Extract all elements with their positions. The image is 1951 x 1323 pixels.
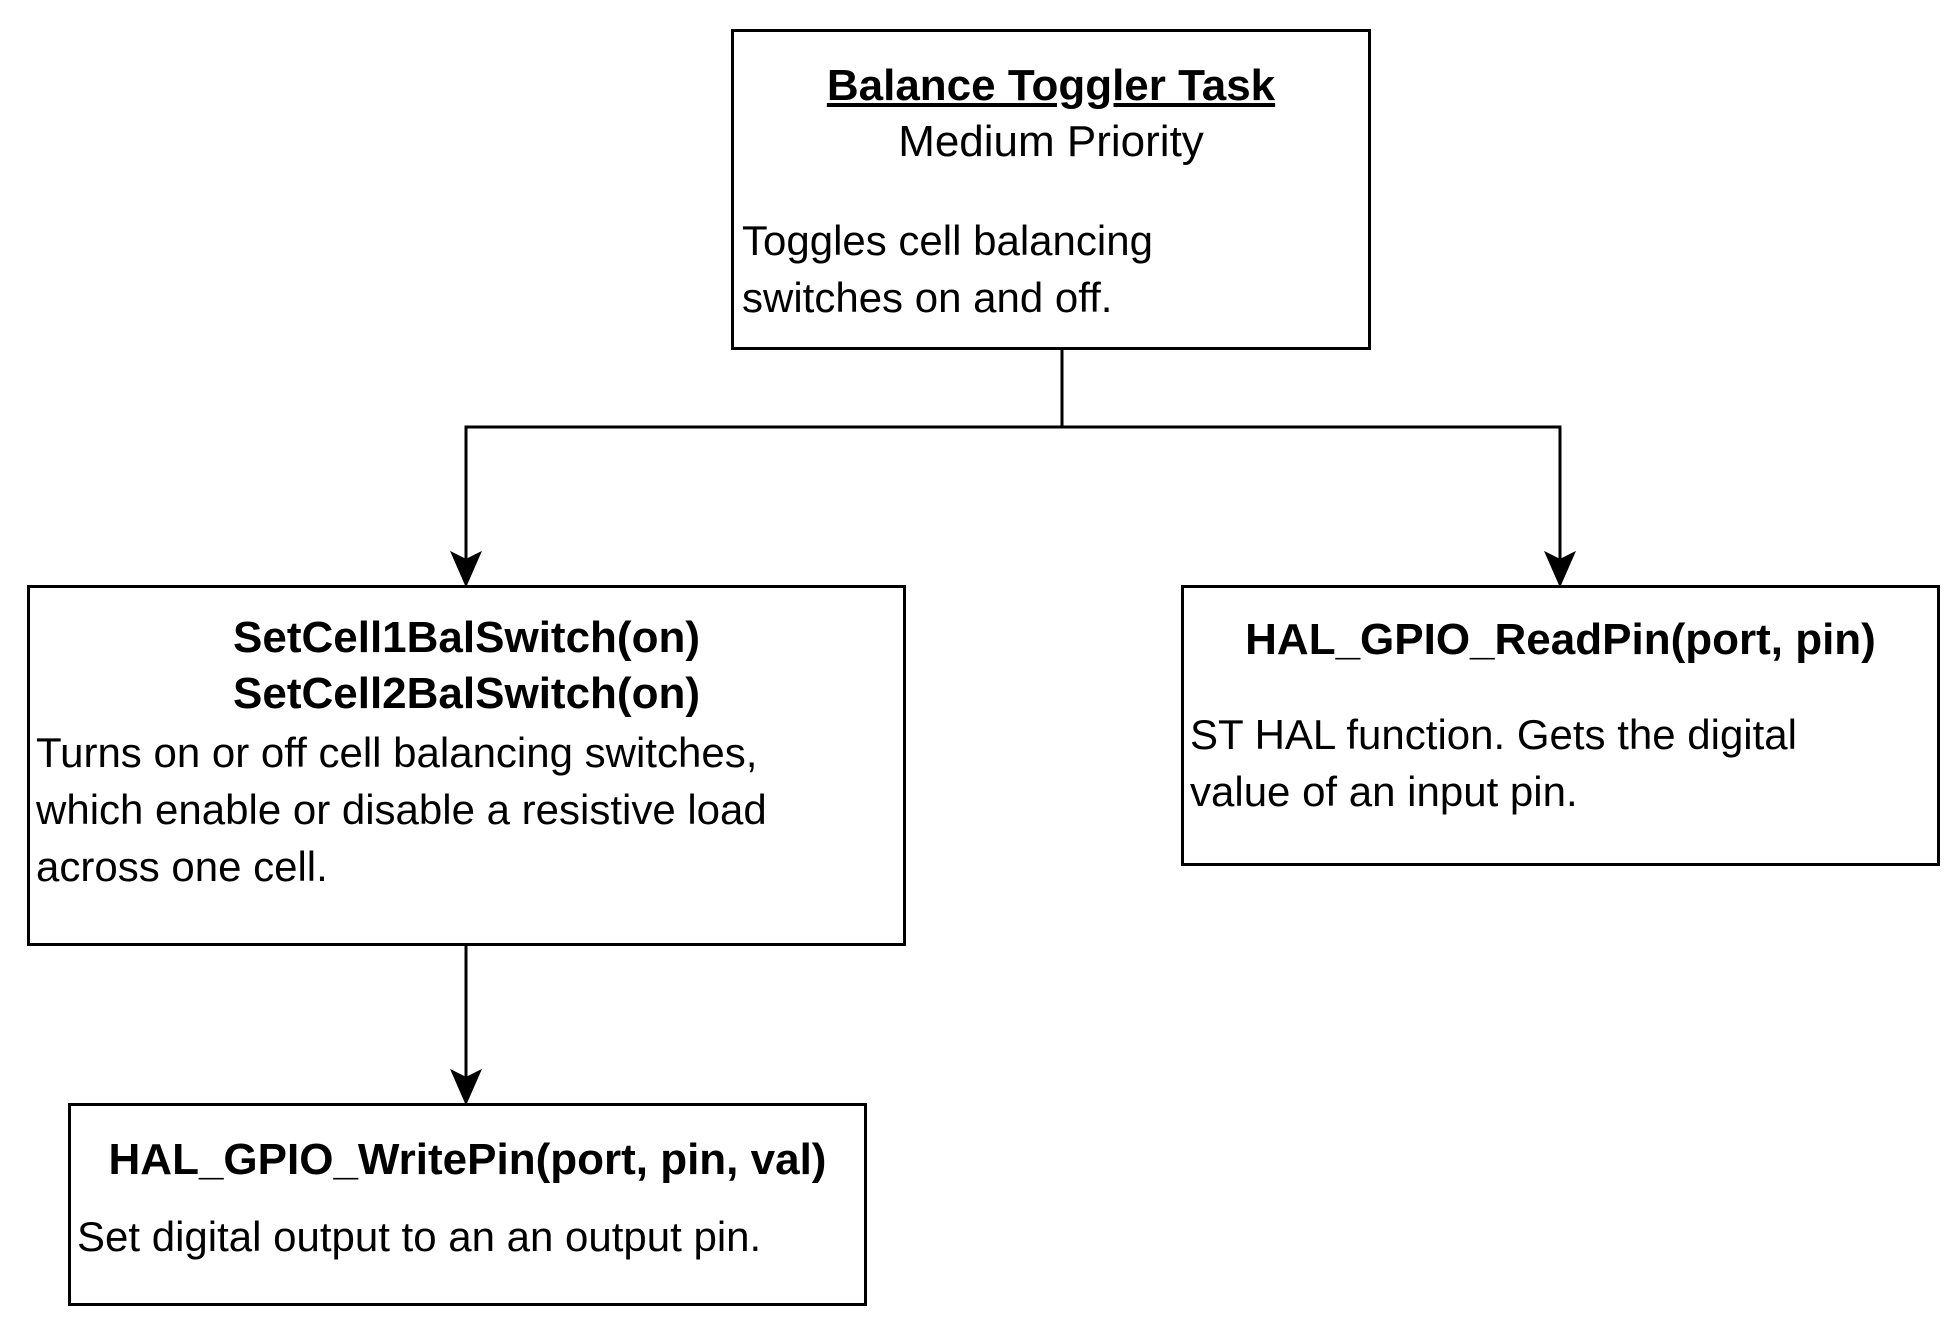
- node-title: HAL_GPIO_WritePin(port, pin, val): [108, 1135, 827, 1184]
- node-title: SetCell2BalSwitch(on): [233, 669, 700, 718]
- node-title: Balance Toggler Task: [826, 61, 1276, 110]
- arrowhead-writepin: [449, 1068, 483, 1106]
- node-description-line: Toggles cell balancing: [742, 217, 1153, 264]
- node-description-line: Turns on or off cell balancing switches,: [36, 729, 758, 776]
- node-priority: Medium Priority: [898, 117, 1204, 166]
- node-description-line: value of an input pin.: [1190, 768, 1578, 815]
- node-description-line: across one cell.: [36, 843, 328, 890]
- edge-task-to-setcell: [464, 350, 1064, 566]
- node-description-line: ST HAL function. Gets the digital: [1190, 711, 1797, 758]
- edge-task-to-readpin: [1062, 425, 1562, 566]
- balance-toggler-task-node: Balance Toggler Task Medium Priority Tog…: [731, 29, 1371, 350]
- setcell-bal-switch-node: SetCell1BalSwitch(on) SetCell2BalSwitch(…: [27, 585, 906, 946]
- hal-gpio-readpin-node: HAL_GPIO_ReadPin(port, pin) ST HAL funct…: [1181, 585, 1940, 866]
- node-title: SetCell1BalSwitch(on): [233, 613, 700, 662]
- arrowhead-setcell: [449, 550, 483, 588]
- hal-gpio-writepin-node: HAL_GPIO_WritePin(port, pin, val) Set di…: [68, 1103, 867, 1306]
- node-description-line: which enable or disable a resistive load: [36, 786, 767, 833]
- node-description: Set digital output to an an output pin.: [77, 1213, 762, 1260]
- node-title: HAL_GPIO_ReadPin(port, pin): [1245, 615, 1876, 664]
- node-description-line: switches on and off.: [742, 274, 1113, 321]
- arrowhead-readpin: [1543, 550, 1577, 588]
